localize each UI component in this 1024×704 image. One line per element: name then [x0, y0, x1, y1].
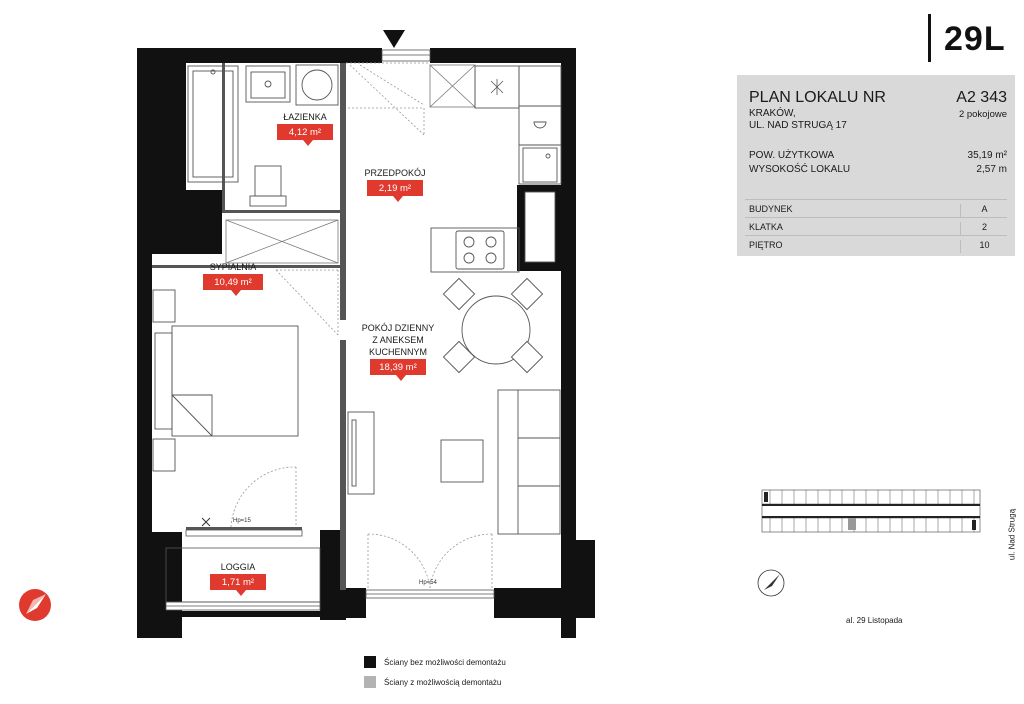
height-value: 2,57 m [976, 164, 1007, 175]
bedroom-door-height: Hp=15 [233, 518, 252, 524]
bathtub [187, 65, 239, 183]
details-row: BUDYNEK A [745, 199, 1007, 217]
floor-plan: Hp=15 Hp=54 ŁAZIENKA 4,12 m² PRZEDPOKÓJ … [19, 30, 595, 638]
building-key-plan [757, 489, 981, 597]
brand-logo: 29L [928, 14, 1008, 62]
nightstand-top [152, 289, 176, 323]
living-name-2: Z ANEKSEM [372, 335, 424, 345]
detail-value: 10 [960, 240, 1008, 253]
legend-label: Ściany z możliwością demontażu [384, 678, 502, 687]
living-name-1: POKÓJ DZIENNY [362, 323, 435, 333]
label-living: POKÓJ DZIENNY Z ANEKSEM KUCHENNYM 18,39 … [362, 323, 435, 381]
street-label-right: ul. Nad Strugą [1002, 500, 1020, 580]
unit-number: A2 343 [956, 89, 1007, 106]
logo-bar [928, 14, 931, 62]
city: KRAKÓW, [749, 108, 796, 119]
kitchen-counter [430, 65, 562, 273]
label-bathroom: ŁAZIENKA 4,12 m² [277, 112, 333, 146]
fridge-star [490, 79, 504, 95]
room-count: 2 pokojowe [958, 109, 1007, 120]
legend-swatch-black [364, 656, 376, 668]
living-name-3: KUCHENNYM [369, 347, 427, 357]
tv-cabinet [347, 411, 375, 495]
plan-title: PLAN LOKALU NR [749, 89, 886, 106]
bathroom-name: ŁAZIENKA [283, 112, 327, 122]
bedroom-balcony-door [230, 466, 297, 528]
loggia-name: LOGGIA [221, 562, 256, 572]
label-hall: PRZEDPOKÓJ 2,19 m² [364, 168, 426, 202]
compass-icon [19, 589, 51, 621]
logo-text: 29L [944, 20, 1006, 58]
sofa [497, 389, 561, 535]
street-label-bottom: al. 29 Listopada [846, 616, 903, 625]
bedroom-name: SYPIALNIA [210, 262, 257, 272]
living-door-height: Hp=54 [419, 580, 438, 586]
wardrobe-hall [225, 219, 339, 264]
detail-label: PIĘTRO [749, 240, 783, 250]
dining-set [442, 277, 544, 374]
entrance-door [346, 62, 430, 136]
legend-swatch-gray [364, 676, 376, 688]
highlighted-unit [848, 518, 856, 530]
washing-machine [295, 64, 339, 106]
bathroom-sink [245, 65, 291, 103]
label-loggia: LOGGIA 1,71 m² [210, 562, 266, 596]
detail-label: KLATKA [749, 222, 783, 232]
entrance-arrow-icon [383, 30, 405, 48]
hall-name: PRZEDPOKÓJ [364, 168, 425, 178]
nightstand-bottom [152, 438, 176, 472]
loggia-area: 1,71 m² [222, 577, 254, 588]
legend-label: Ściany bez możliwości demontażu [384, 658, 506, 667]
toilet [249, 165, 287, 207]
detail-value: A [960, 204, 1008, 217]
bathroom-area: 4,12 m² [289, 127, 321, 138]
street-address: UL. NAD STRUGĄ 17 [749, 120, 847, 131]
wardrobe-kitchen [429, 64, 476, 108]
living-balcony-doors [367, 533, 493, 589]
details-row: KLATKA 2 [745, 217, 1007, 235]
street-right-text: ul. Nad Strugą [1007, 508, 1017, 561]
bedroom-area: 10,49 m² [214, 277, 252, 288]
detail-label: BUDYNEK [749, 204, 793, 214]
no-access-mark [201, 517, 211, 527]
key-plan-units [769, 490, 975, 532]
info-panel: PLAN LOKALU NR A2 343 KRAKÓW, UL. NAD ST… [737, 75, 1015, 256]
compass-small-icon [757, 569, 785, 597]
kitchen-column-inner [524, 191, 556, 263]
living-area: 18,39 m² [379, 362, 417, 373]
usable-area-label: POW. UŻYTKOWA [749, 150, 835, 161]
usable-area-value: 35,19 m² [967, 150, 1007, 161]
coffee-table [440, 439, 484, 483]
hall-area: 2,19 m² [379, 183, 411, 194]
label-bedroom: SYPIALNIA 10,49 m² [203, 262, 263, 296]
details-row: PIĘTRO 10 [745, 235, 1007, 253]
loggia-frame [165, 547, 321, 603]
bed [154, 325, 299, 437]
bedroom-door [275, 269, 339, 336]
height-label: WYSOKOŚĆ LOKALU [749, 164, 851, 175]
details-table: BUDYNEK A KLATKA 2 PIĘTRO 10 [745, 199, 1007, 253]
detail-value: 2 [960, 222, 1008, 235]
